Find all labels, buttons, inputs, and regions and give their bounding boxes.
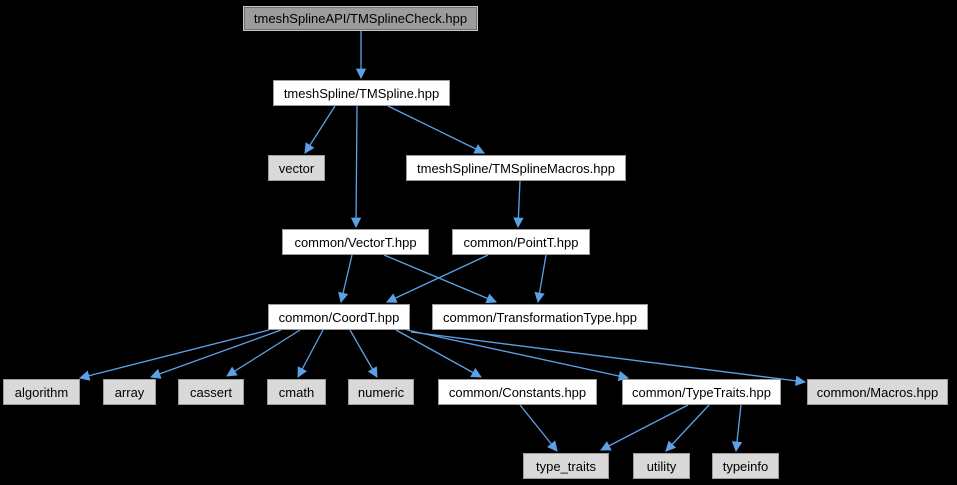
graph-node-macroshpp: common/Macros.hpp	[807, 379, 948, 405]
graph-node-typetraitshpp[interactable]: common/TypeTraits.hpp	[622, 379, 781, 405]
edge-coordt-to-cassert	[226, 329, 301, 377]
edge-typetraitshpp-to-utility	[665, 404, 710, 452]
graph-node-transformtype[interactable]: common/TransformationType.hpp	[432, 304, 648, 330]
edge-typetraitshpp-to-typeinfo	[731, 404, 743, 453]
edge-coordt-to-macroshpp	[410, 331, 807, 386]
graph-node-constants[interactable]: common/Constants.hpp	[438, 379, 597, 405]
graph-node-type_traits: type_traits	[523, 453, 609, 479]
edge-vectort-to-coordt	[338, 254, 353, 304]
graph-node-cassert: cassert	[178, 379, 244, 405]
graph-node-array: array	[103, 379, 156, 405]
edge-coordt-to-numeric	[349, 329, 378, 378]
edge-coordt-to-array	[150, 329, 282, 379]
graph-node-vectort[interactable]: common/VectorT.hpp	[282, 229, 429, 255]
graph-node-cmath: cmath	[267, 379, 326, 405]
graph-node-tmspline[interactable]: tmeshSpline/TMSpline.hpp	[273, 80, 450, 106]
edge-tmspline-to-vectort	[350, 105, 362, 229]
edge-coordt-to-constants	[395, 329, 482, 378]
graph-node-algorithm: algorithm	[3, 379, 80, 405]
edge-tmspline-to-vector	[304, 105, 336, 154]
edge-pointt-to-coordt	[386, 254, 489, 303]
edge-pointt-to-transformtype	[534, 254, 547, 304]
edge-typetraitshpp-to-type_traits	[600, 404, 689, 451]
graph-node-typeinfo: typeinfo	[712, 453, 779, 479]
graph-node-numeric: numeric	[348, 379, 414, 405]
edge-tmsplinemacros-to-pointt	[513, 180, 524, 229]
edge-coordt-to-cmath	[297, 329, 324, 378]
graph-node-tmsplinemacros[interactable]: tmeshSpline/TMSplineMacros.hpp	[406, 155, 626, 181]
graph-node-vector: vector	[268, 155, 325, 181]
edge-coordt-to-algorithm	[78, 329, 270, 381]
graph-node-tmsplinecheck: tmeshSplineAPI/TMSplineCheck.hpp	[243, 6, 478, 31]
edge-vectort-to-transformtype	[383, 254, 497, 304]
edge-constants-to-type_traits	[519, 404, 558, 452]
edge-coordt-to-typetraitshpp	[406, 329, 630, 382]
graph-node-utility: utility	[633, 453, 690, 479]
graph-node-coordt[interactable]: common/CoordT.hpp	[268, 304, 410, 330]
edge-tmspline-to-tmsplinemacros	[387, 105, 485, 154]
graph-node-pointt[interactable]: common/PointT.hpp	[452, 229, 590, 255]
